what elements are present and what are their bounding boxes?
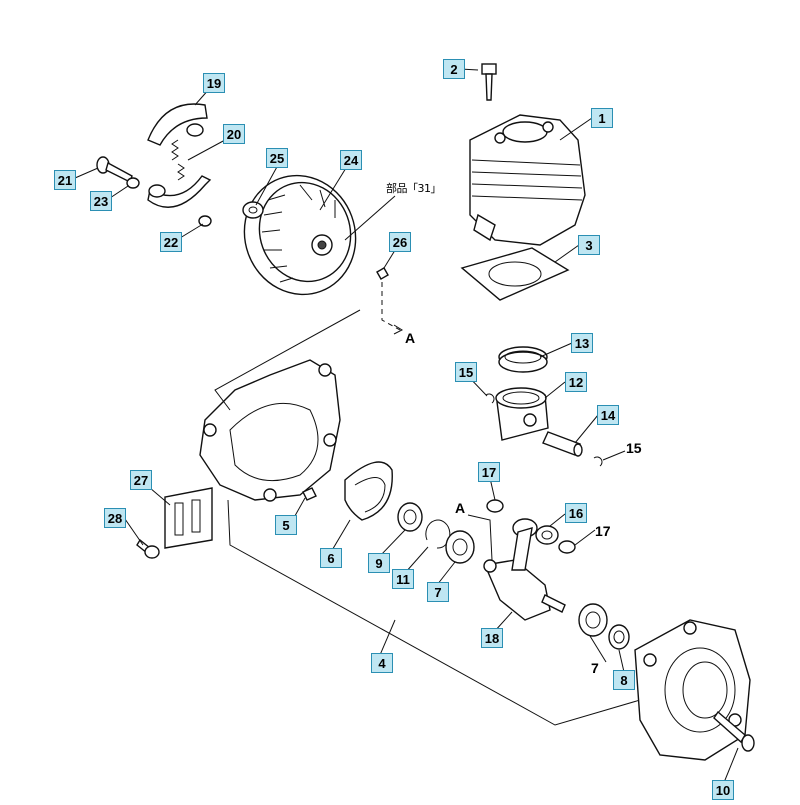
oil-seal-part <box>397 502 423 532</box>
callout-13: 13 <box>571 333 593 353</box>
oil-seal-right-part <box>608 624 630 650</box>
callout-16: 16 <box>565 503 587 523</box>
needle-bearing-upper-part <box>486 499 504 513</box>
guide-line-crankcase <box>227 499 641 726</box>
label-17-plain: 17 <box>595 523 611 539</box>
bolt-part <box>481 63 497 101</box>
piston-pin-part <box>542 431 583 457</box>
arrow-a-head <box>393 324 404 335</box>
needle-bearing-part <box>535 525 559 545</box>
label-7-plain: 7 <box>591 660 599 676</box>
callout-18: 18 <box>481 628 503 648</box>
clutch-washer-part <box>126 177 140 189</box>
callout-28: 28 <box>104 508 126 528</box>
callout-27: 27 <box>130 470 152 490</box>
callout-5: 5 <box>275 515 297 535</box>
clutch-washer-lower-part <box>198 215 212 227</box>
callout-25: 25 <box>266 148 288 168</box>
callout-21: 21 <box>54 170 76 190</box>
insulator-plate-part <box>164 487 213 549</box>
circlip-right-part <box>593 456 603 467</box>
part-31-note: 部品「31」 <box>386 182 442 195</box>
guide-line-flywheel <box>214 309 361 411</box>
gasket-part <box>460 247 570 301</box>
callout-4: 4 <box>371 653 393 673</box>
bolt-10-part <box>713 710 755 752</box>
clutch-bolt-part <box>96 156 133 183</box>
callout-2: 2 <box>443 59 465 79</box>
washer-17-part <box>558 540 576 554</box>
clutch-shoe-upper-part <box>147 103 208 146</box>
piston-part <box>495 387 549 441</box>
callout-22: 22 <box>160 232 182 252</box>
reference-a-lower: A <box>455 500 466 516</box>
callout-23: 23 <box>90 191 112 211</box>
callout-6: 6 <box>320 548 342 568</box>
callout-1: 1 <box>591 108 613 128</box>
key-guide-line <box>381 282 401 331</box>
callout-19: 19 <box>203 73 225 93</box>
reference-a-upper: A <box>405 330 416 346</box>
callout-15: 15 <box>455 362 477 382</box>
screw-28-part <box>136 538 160 559</box>
callout-8: 8 <box>613 670 635 690</box>
callout-3: 3 <box>578 235 600 255</box>
snap-ring-part <box>425 519 451 549</box>
crankshaft-part <box>483 518 566 621</box>
label-15-plain: 15 <box>626 440 642 456</box>
arrow-a-guide <box>467 514 493 561</box>
callout-24: 24 <box>340 150 362 170</box>
bearing-left-part <box>445 530 475 564</box>
dowel-pin-part <box>302 487 317 501</box>
bearing-right-part <box>578 603 608 637</box>
callout-20: 20 <box>223 124 245 144</box>
flywheel-part <box>243 174 357 296</box>
callout-10: 10 <box>712 780 734 800</box>
seal-plate-part <box>344 461 393 521</box>
key-part <box>376 267 389 280</box>
callout-14: 14 <box>597 405 619 425</box>
callout-11: 11 <box>392 569 414 589</box>
callout-12: 12 <box>565 372 587 392</box>
clutch-spring-part <box>171 139 185 181</box>
callout-26: 26 <box>389 232 411 252</box>
callout-17-top: 17 <box>478 462 500 482</box>
cylinder-part <box>469 114 586 246</box>
flywheel-nut-part <box>242 201 264 219</box>
callout-9: 9 <box>368 553 390 573</box>
clutch-shoe-lower-part <box>147 175 212 208</box>
crankcase-right-part <box>634 619 751 761</box>
piston-rings-part <box>498 346 548 373</box>
callout-7: 7 <box>427 582 449 602</box>
crankcase-left-part <box>199 359 341 502</box>
circlip-left-part <box>485 393 495 404</box>
